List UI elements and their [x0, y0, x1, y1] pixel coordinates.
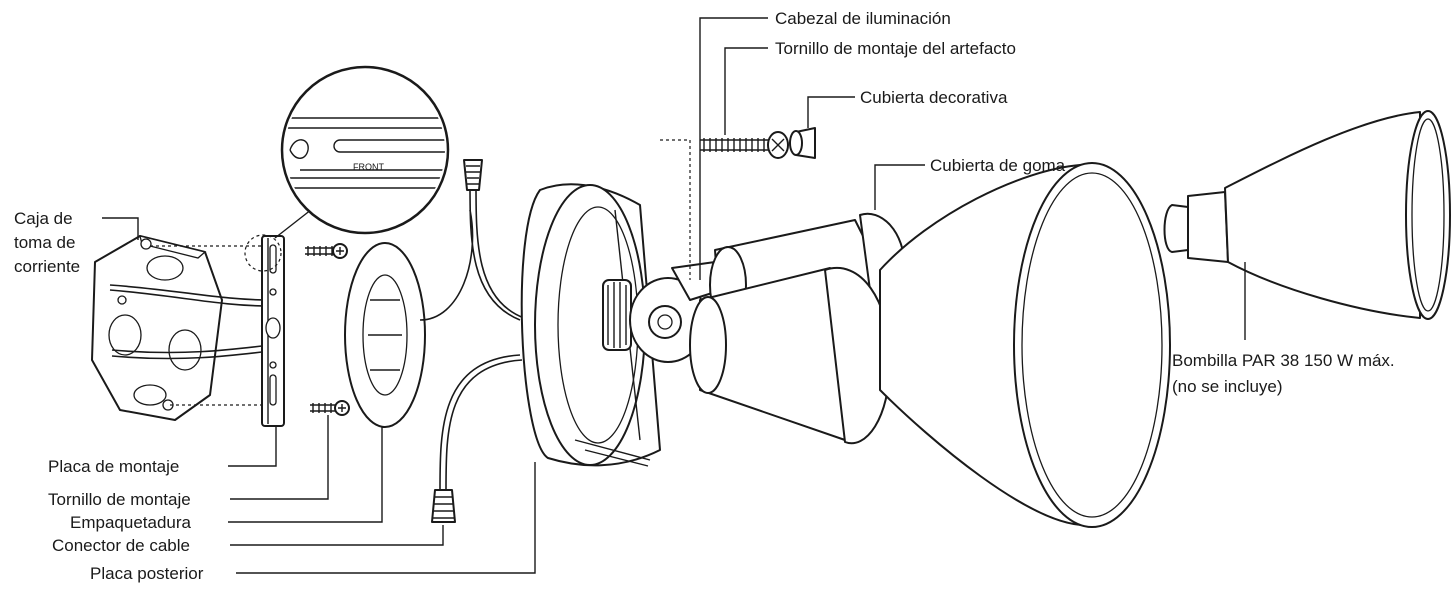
leader-mounting-screw [230, 415, 329, 500]
mounting-screw-bottom [310, 400, 350, 416]
detail-callout-circle [244, 234, 282, 272]
decorative-cap [789, 127, 816, 159]
par38-bulb [1163, 110, 1451, 320]
leader-mounting-plate [228, 426, 277, 467]
label-mounting-screw: Tornillo de montaje [48, 490, 191, 509]
leader-gasket [228, 427, 383, 523]
label-junction-box-2: toma de [14, 233, 75, 252]
leader-fixture-screw [724, 47, 768, 135]
mounting-plate [261, 235, 285, 427]
label-back-plate: Placa posterior [90, 564, 204, 583]
leader-rubber-cover [874, 164, 925, 210]
label-gasket: Empaquetadura [70, 513, 192, 532]
label-mounting-plate: Placa de montaje [48, 457, 179, 476]
label-wire-connector: Conector de cable [52, 536, 190, 555]
front-detail-zoom: FRONT [274, 65, 450, 239]
leader-decorative-cap [807, 96, 855, 128]
leader-wire-connector [230, 525, 444, 546]
lamp-housing-lower [689, 267, 891, 445]
front-label: FRONT [353, 162, 384, 172]
leader-junction-box [102, 217, 139, 240]
fixture-screw [700, 131, 789, 159]
leader-light-head [699, 17, 768, 280]
guide-line-fixture-screw [660, 139, 691, 280]
label-junction-box-1: Caja de [14, 209, 73, 228]
label-junction-box-3: corriente [14, 257, 80, 276]
wire-connector-top [463, 159, 483, 191]
lead-wires [419, 184, 525, 491]
label-bulb-2: (no se incluye) [1172, 377, 1283, 396]
box-wires [109, 284, 271, 360]
junction-box [91, 235, 223, 421]
label-light-head: Cabezal de iluminación [775, 9, 951, 28]
label-rubber-cover: Cubierta de goma [930, 156, 1066, 175]
leader-back-plate [236, 462, 536, 574]
swivel-mount [602, 261, 729, 363]
lamp-reflector [879, 162, 1171, 528]
back-plate [520, 183, 661, 467]
label-bulb-1: Bombilla PAR 38 150 W máx. [1172, 351, 1395, 370]
gasket [344, 242, 426, 428]
label-decorative-cap: Cubierta decorativa [860, 88, 1008, 107]
mounting-screw-top [305, 243, 348, 259]
wire-connector-bottom [431, 489, 456, 523]
label-fixture-screw: Tornillo de montaje del artefacto [775, 39, 1016, 58]
